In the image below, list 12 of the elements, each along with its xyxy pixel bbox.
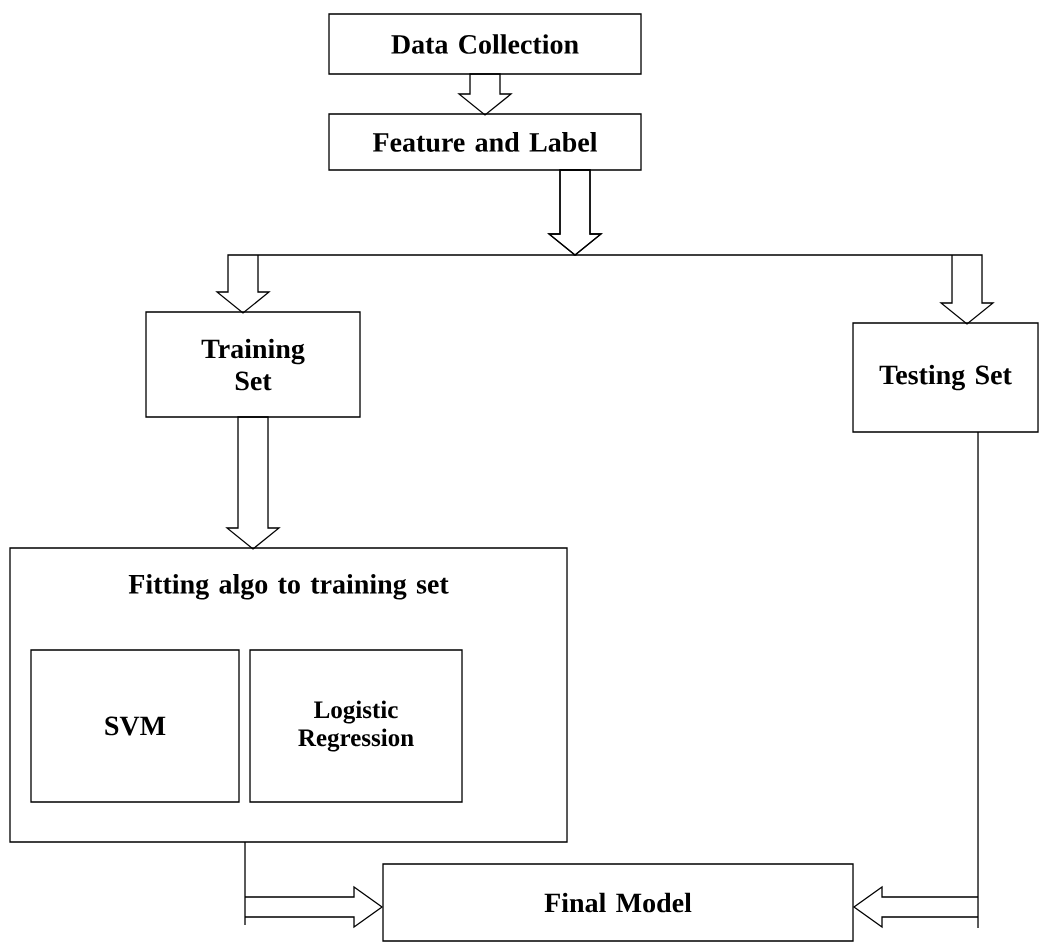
block-arrow bbox=[244, 841, 384, 929]
block-arrow bbox=[852, 431, 979, 929]
algorithm-box: Logistic Regression bbox=[249, 649, 463, 803]
process-box: Feature and Label bbox=[328, 113, 642, 171]
process-box: Testing Set bbox=[852, 322, 1039, 433]
block-arrow bbox=[457, 73, 513, 116]
block-arrow bbox=[547, 169, 995, 325]
process-box: Data Collection bbox=[328, 13, 642, 75]
process-box: Final Model bbox=[382, 863, 854, 942]
block-arrow bbox=[225, 416, 281, 550]
process-box: Training Set bbox=[145, 311, 361, 418]
algorithm-box: SVM bbox=[30, 649, 240, 803]
